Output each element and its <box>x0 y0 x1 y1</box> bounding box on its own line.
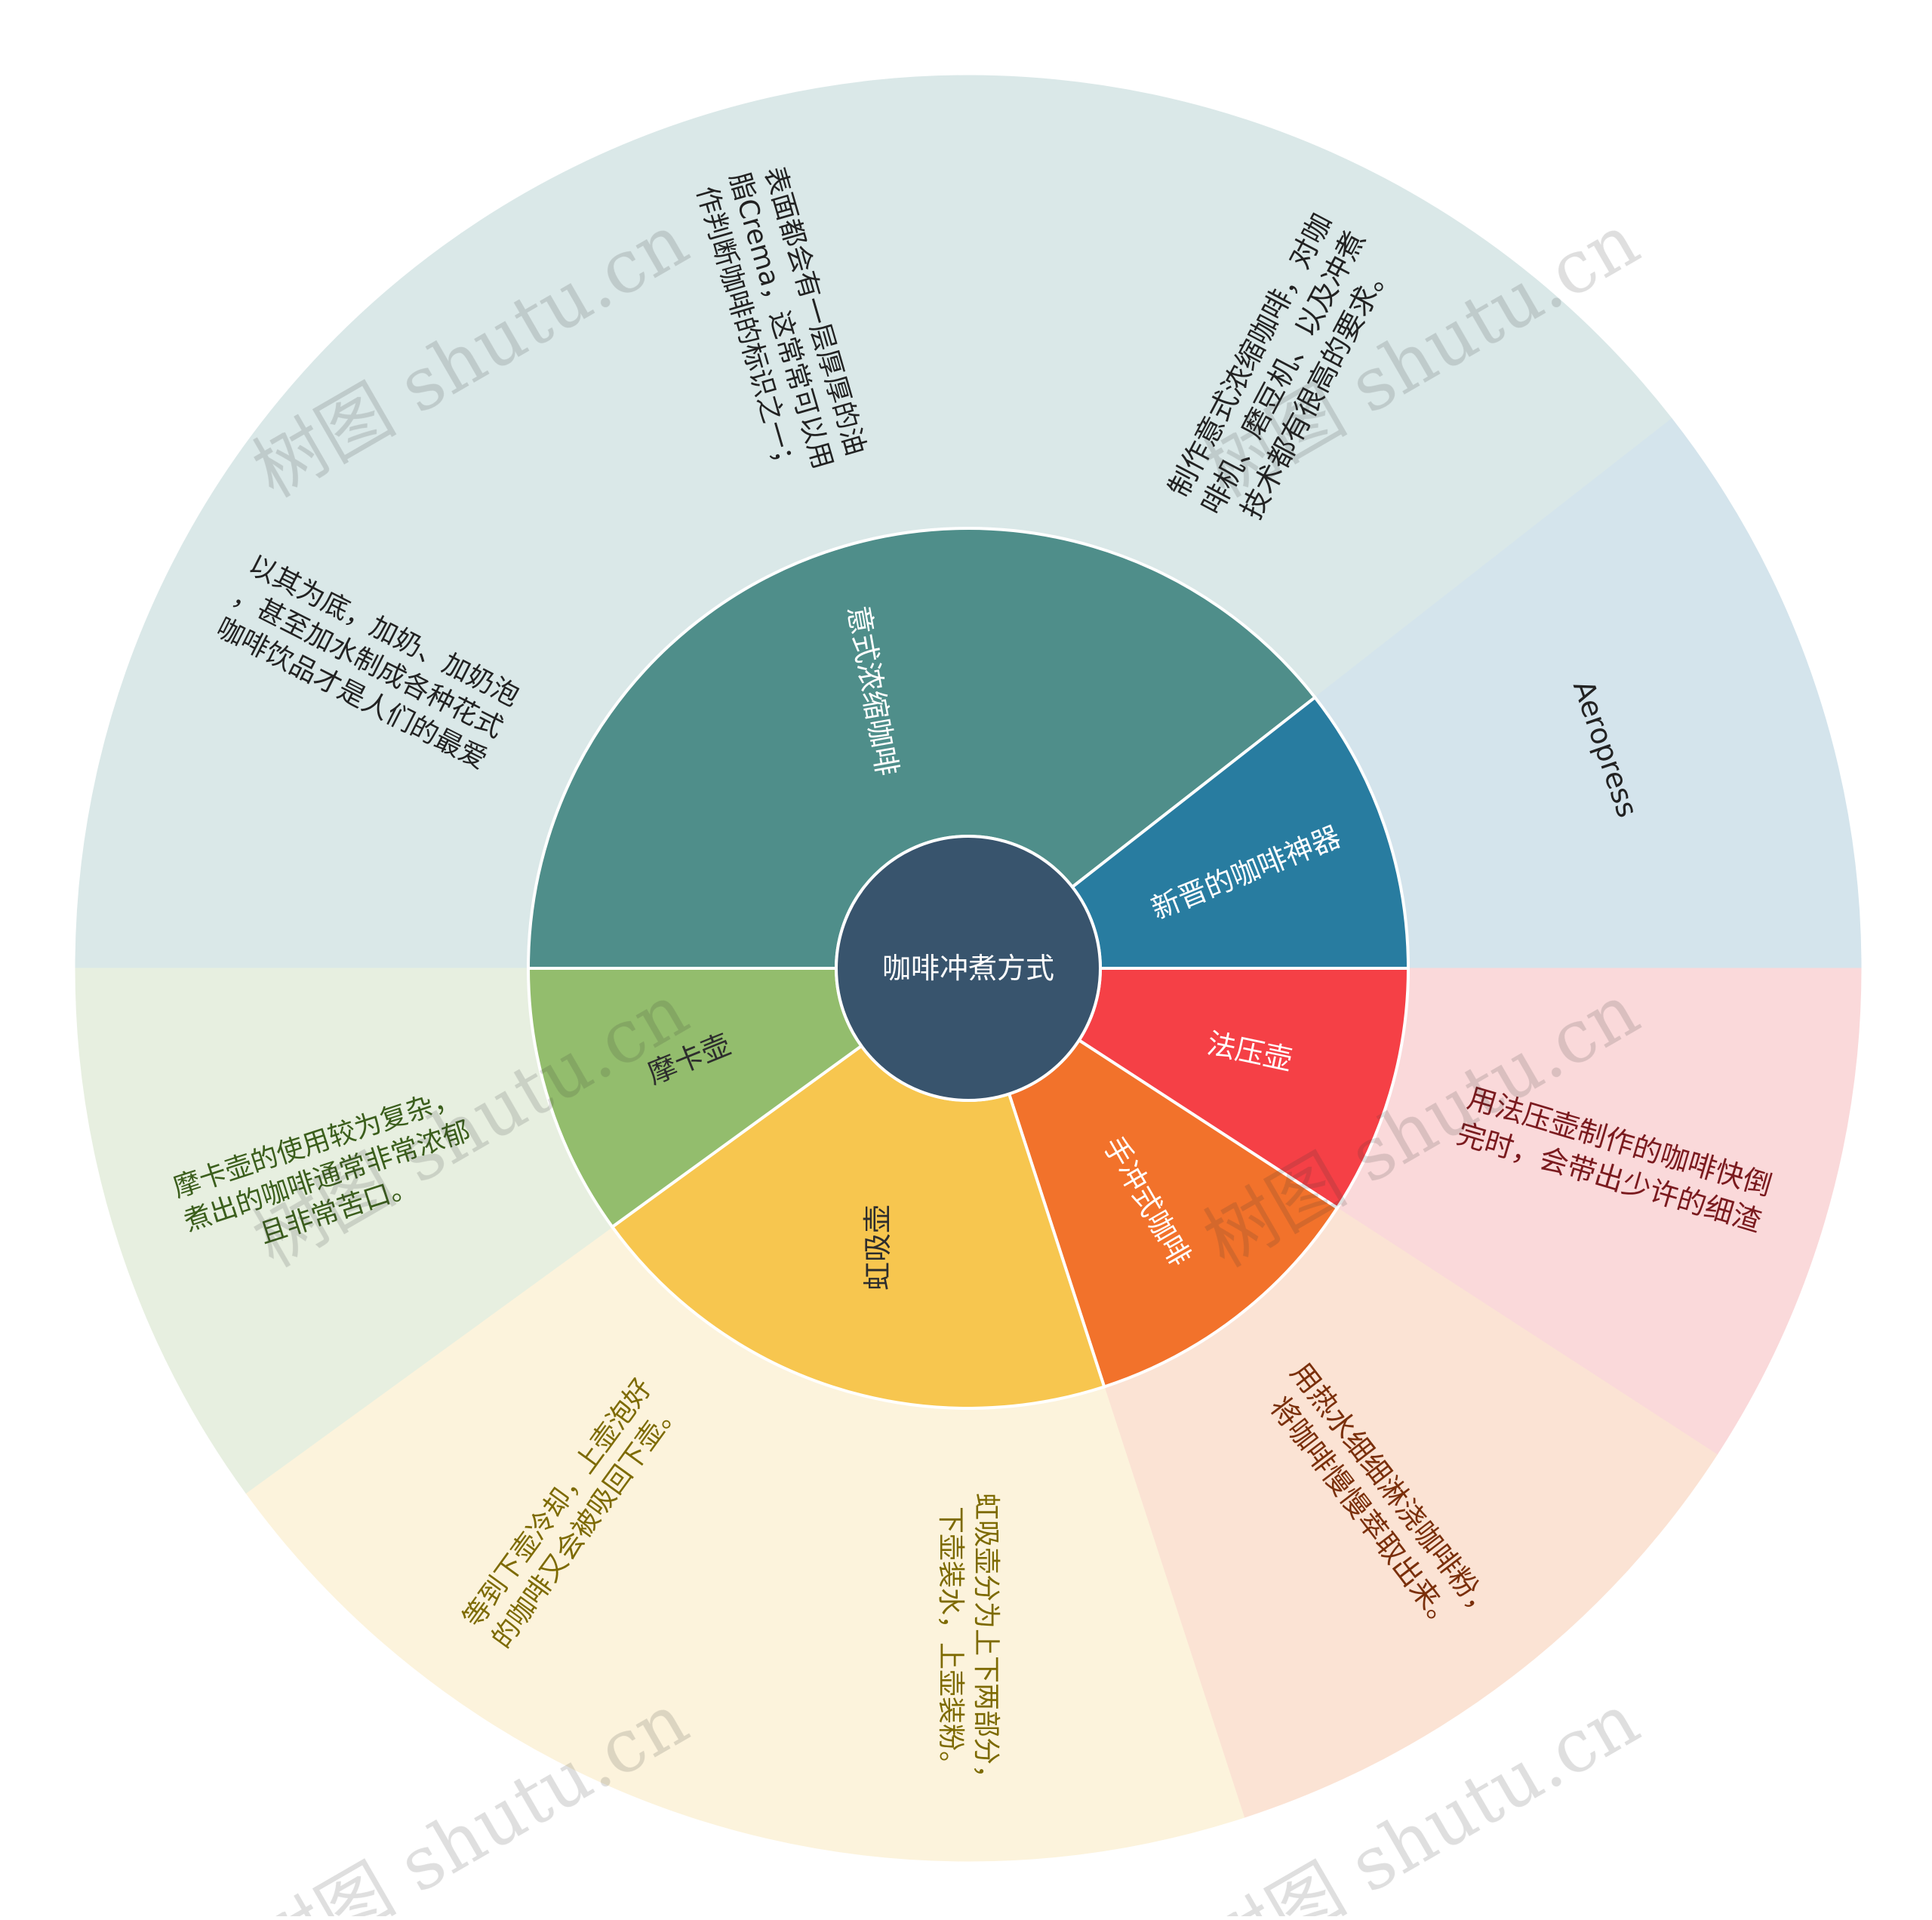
detail-line: 下壶装水，上壶装粉。 <box>935 1506 966 1778</box>
watermark: 树图 shutu.cn <box>240 1677 702 1916</box>
outer-ring <box>75 75 1862 1862</box>
detail-siphon-0: 虹吸壶分为上下两部分，下壶装水，上壶装粉。 <box>935 1493 1001 1792</box>
inner-ring <box>526 527 1411 1410</box>
detail-line: 虹吸壶分为上下两部分， <box>971 1493 1001 1792</box>
center-node: 咖啡冲煮方式 <box>835 835 1102 1102</box>
center-label: 咖啡冲煮方式 <box>882 952 1054 985</box>
inner-label-siphon: 虹吸壶 <box>861 1205 894 1291</box>
center-circle[interactable] <box>835 835 1102 1102</box>
